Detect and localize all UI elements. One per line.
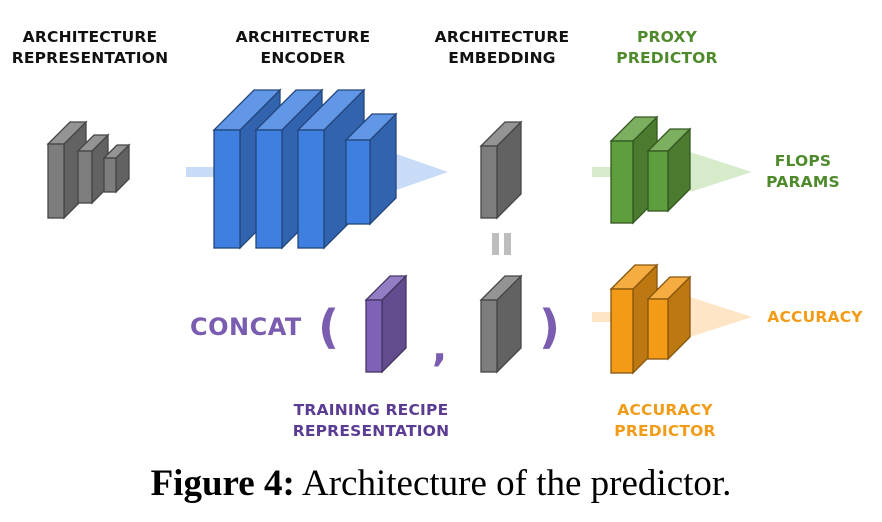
caption-prefix: Figure 4: bbox=[150, 463, 295, 504]
training-recipe-block bbox=[364, 274, 408, 374]
figure-caption: Figure 4: Architecture of the predictor. bbox=[0, 462, 882, 505]
equals-icon bbox=[492, 233, 511, 255]
concat-label: CONCAT bbox=[190, 313, 302, 341]
accuracy-predictor-block-large bbox=[609, 263, 659, 375]
comma: , bbox=[432, 325, 448, 371]
open-paren: ( bbox=[318, 300, 340, 354]
embedding-block bbox=[479, 120, 523, 220]
close-paren: ) bbox=[539, 300, 561, 354]
proxy-predictor-block-small bbox=[646, 127, 692, 213]
accuracy-predictor-block-small bbox=[646, 275, 692, 361]
arch-repr-block-small bbox=[102, 143, 131, 194]
encoder-block-4 bbox=[344, 112, 398, 226]
accuracy-label: ACCURACY bbox=[767, 308, 863, 326]
embedding-block-copy bbox=[479, 274, 523, 374]
caption-text: Architecture of the predictor. bbox=[302, 463, 732, 504]
